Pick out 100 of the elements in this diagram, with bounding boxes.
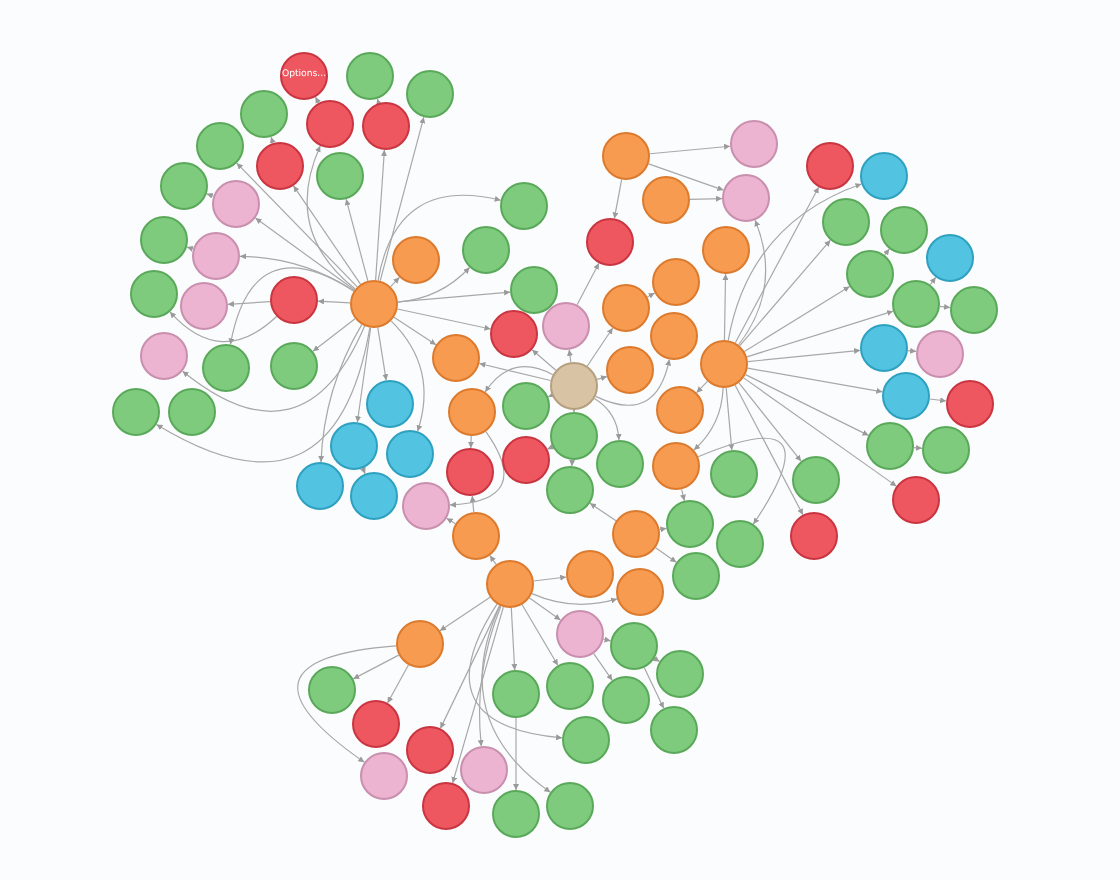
- graph-node: [882, 372, 930, 420]
- graph-node: [392, 236, 440, 284]
- graph-node: [716, 520, 764, 568]
- arrow: [227, 301, 271, 307]
- graph-node: [168, 388, 216, 436]
- arrow: [254, 217, 356, 291]
- arrow: [697, 437, 786, 525]
- arrow: [236, 162, 358, 288]
- graph-node: [406, 70, 454, 118]
- graph-node: [256, 142, 304, 190]
- arrow: [546, 443, 555, 450]
- arrow: [477, 605, 502, 747]
- graph-node: [866, 422, 914, 470]
- graph-node: [610, 622, 658, 670]
- graph-node: [722, 174, 770, 222]
- arrow: [533, 574, 567, 582]
- arrow: [743, 377, 897, 487]
- graph-node: [330, 422, 378, 470]
- arrow: [689, 195, 723, 202]
- graph-node: [602, 284, 650, 332]
- graph-node: [130, 270, 178, 318]
- graph-node: [562, 716, 610, 764]
- graph-node: [546, 782, 594, 830]
- graph-node: [612, 510, 660, 558]
- graph-node: [212, 180, 260, 228]
- graph-node: [180, 282, 228, 330]
- graph-node: [160, 162, 208, 210]
- graph-node: [502, 436, 550, 484]
- arrow: [680, 488, 686, 502]
- graph-node: [306, 100, 354, 148]
- arrow: [586, 327, 614, 367]
- graph-node: [606, 346, 654, 394]
- graph-node: [892, 476, 940, 524]
- graph-node: [202, 344, 250, 392]
- graph-node: [492, 790, 540, 838]
- graph-node: [860, 152, 908, 200]
- graph-node: [550, 362, 598, 410]
- arrow: [739, 239, 831, 347]
- graph-node: [616, 568, 664, 616]
- arrow: [593, 653, 613, 681]
- arrow: [396, 308, 492, 331]
- graph-node: [422, 782, 470, 830]
- graph-node: [366, 380, 414, 428]
- graph-node: [500, 182, 548, 230]
- arrow: [510, 607, 518, 671]
- arrow: [484, 366, 554, 393]
- arrow: [744, 374, 870, 436]
- graph-node: [792, 456, 840, 504]
- graph-node: [346, 52, 394, 100]
- arrow: [747, 367, 883, 394]
- graph-node: [308, 666, 356, 714]
- graph-node: [270, 342, 318, 390]
- graph-node: [360, 752, 408, 800]
- graph-node: [652, 442, 700, 490]
- arrow: [589, 502, 617, 522]
- arrow: [228, 267, 355, 345]
- arrow: [727, 183, 862, 341]
- arrow: [648, 163, 724, 191]
- graph-node: [586, 218, 634, 266]
- graph-node: [140, 332, 188, 380]
- arrow: [182, 325, 366, 412]
- arrow: [743, 286, 851, 352]
- arrow: [722, 273, 729, 341]
- arrow: [929, 276, 937, 286]
- arrow: [489, 555, 497, 565]
- arrow: [314, 96, 321, 104]
- graph-node: [446, 448, 494, 496]
- arrow: [738, 382, 802, 462]
- arrow: [239, 253, 355, 292]
- arrow: [481, 605, 551, 793]
- graph-node: [650, 706, 698, 754]
- graph-node: [112, 388, 160, 436]
- arrow: [386, 664, 410, 704]
- arrow: [693, 387, 724, 451]
- arrow: [439, 596, 491, 632]
- graph-node: [502, 382, 550, 430]
- arrow: [377, 327, 389, 381]
- graph-node: [140, 216, 188, 264]
- arrow: [612, 179, 623, 219]
- arrow: [469, 495, 476, 513]
- arrow: [397, 266, 471, 303]
- graph-node: [350, 280, 398, 328]
- graph-node: [352, 700, 400, 748]
- graph-node: [922, 426, 970, 474]
- arrow: [206, 193, 214, 199]
- graph-node: [362, 102, 410, 150]
- graph-node: [950, 286, 998, 334]
- arrow: [531, 349, 557, 371]
- arrow: [449, 430, 505, 508]
- arrow: [393, 316, 437, 346]
- graph-node: [542, 302, 590, 350]
- graph-node: [822, 198, 870, 246]
- arrow: [659, 526, 667, 533]
- arrow: [655, 547, 677, 563]
- arrow: [883, 248, 890, 256]
- arrow: [297, 645, 397, 763]
- arrow: [397, 289, 511, 303]
- arrow: [468, 603, 563, 741]
- arrow: [734, 384, 804, 516]
- graph-node: [432, 334, 480, 382]
